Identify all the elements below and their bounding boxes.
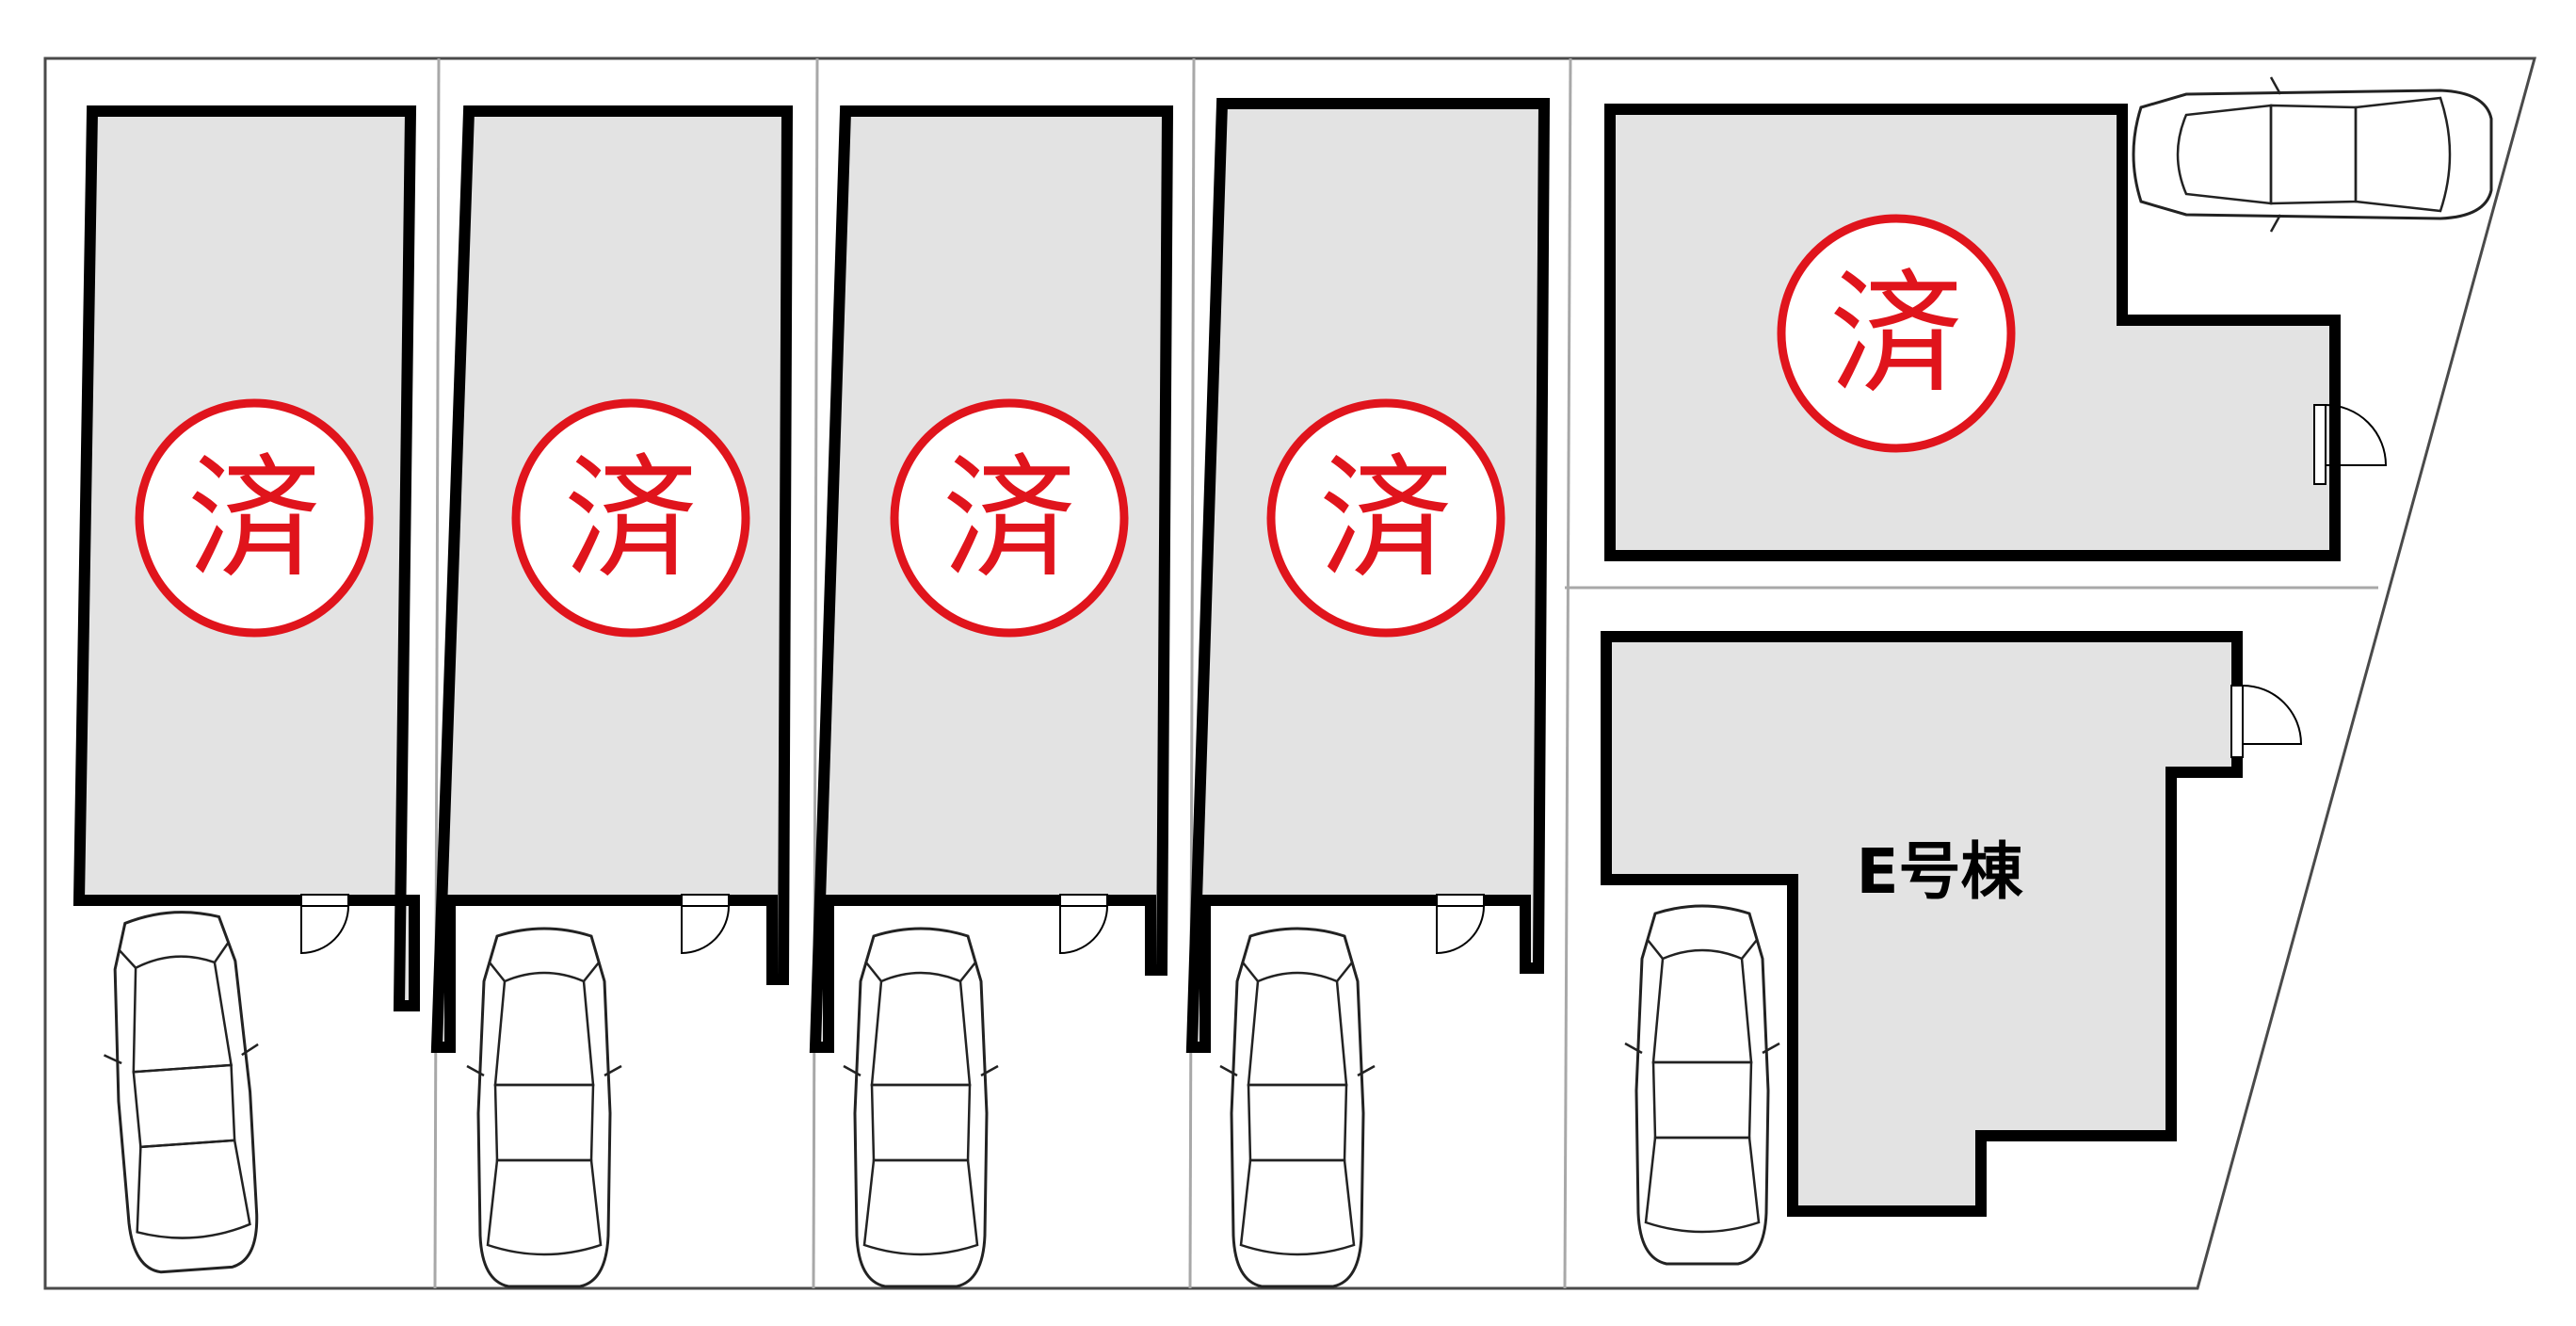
lot-d[interactable] <box>1185 98 1551 1288</box>
lot-divider <box>1188 57 1196 1289</box>
lot-divider <box>433 57 441 1289</box>
svg-text:済: 済 <box>564 442 698 597</box>
lot-e[interactable]: E号棟 <box>1601 631 2303 1266</box>
door-icon <box>1436 894 1485 955</box>
car-icon <box>92 905 275 1277</box>
sold-stamp-icon: 済 <box>511 398 750 638</box>
car-icon <box>1218 927 1377 1288</box>
door-icon <box>681 894 730 955</box>
svg-text:済: 済 <box>942 442 1076 597</box>
car-icon <box>1623 904 1781 1266</box>
site-boundary <box>43 57 2536 1290</box>
car-icon <box>2132 75 2493 234</box>
svg-text:済: 済 <box>1829 257 1963 412</box>
lot-divider <box>1563 57 1572 1289</box>
svg-text:済: 済 <box>1319 442 1453 597</box>
car-icon <box>842 927 1000 1288</box>
sold-stamp-icon: 済 <box>890 398 1129 638</box>
door-icon <box>1059 894 1108 955</box>
lot-b[interactable] <box>430 105 794 1288</box>
lot-divider <box>812 57 819 1289</box>
svg-text:済: 済 <box>187 442 321 597</box>
sold-stamp-icon: 済 <box>1777 214 2016 453</box>
unit-label-e: E号棟 <box>1856 835 2023 908</box>
sold-stamp-icon: 済 <box>135 398 374 638</box>
car-icon <box>465 927 623 1288</box>
door-icon <box>300 894 349 955</box>
sold-stamp-icon: 済 <box>1266 398 1505 638</box>
lot-a[interactable] <box>72 105 420 1277</box>
door-icon <box>2230 685 2303 758</box>
door-icon <box>2313 404 2388 485</box>
lot-f[interactable] <box>1604 75 2493 561</box>
lot-c[interactable] <box>809 105 1174 1288</box>
